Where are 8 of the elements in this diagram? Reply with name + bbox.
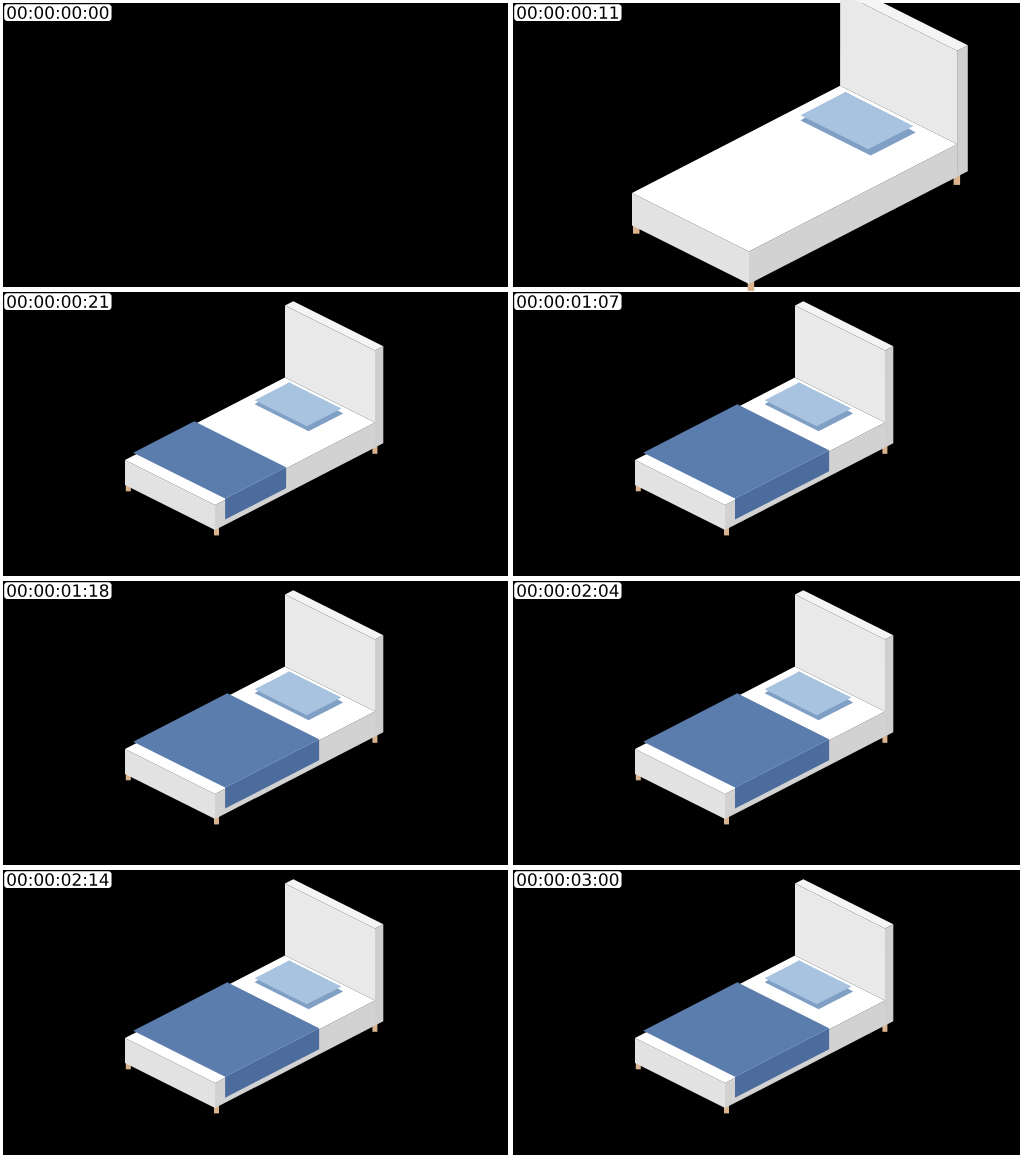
timestamp-label: 00:00:00:00: [4, 4, 112, 21]
timestamp-label: 00:00:02:04: [514, 582, 622, 599]
timestamp-label: 00:00:03:00: [514, 871, 622, 888]
timestamp-label: 00:00:01:07: [514, 293, 622, 310]
timestamp-label: 00:00:01:18: [4, 582, 112, 599]
timestamp-label: 00:00:02:14: [4, 871, 112, 888]
timestamp-label: 00:00:00:11: [514, 4, 622, 21]
timestamp-label: 00:00:00:21: [4, 293, 112, 310]
